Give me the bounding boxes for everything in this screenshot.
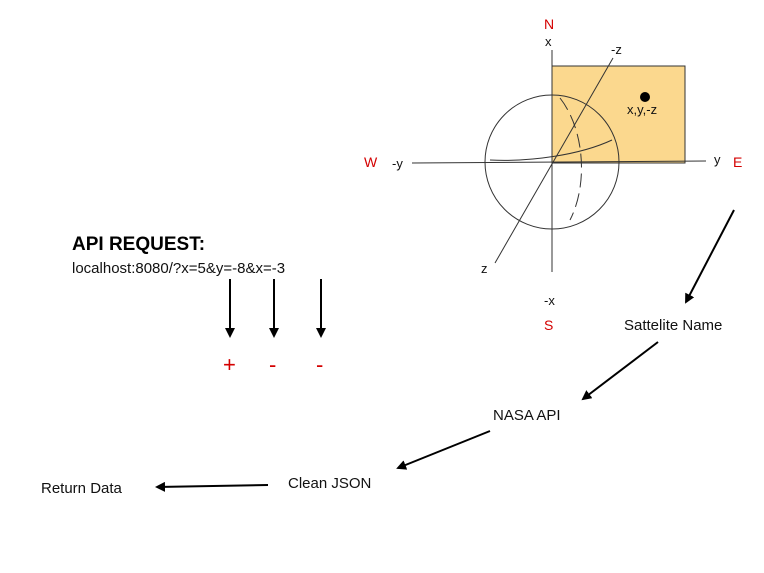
globe-curve-dashed bbox=[559, 97, 582, 221]
api-title: API REQUEST: bbox=[72, 234, 205, 255]
nasa-api-label: NASA API bbox=[493, 407, 561, 424]
arrow-to-nasa bbox=[581, 341, 659, 401]
y-axis-line bbox=[411, 160, 707, 164]
sign-minus-2: - bbox=[316, 352, 323, 377]
axis-label-y: y bbox=[714, 152, 721, 167]
target-point bbox=[640, 92, 650, 102]
axis-label-z: z bbox=[481, 261, 488, 276]
clean-json-label: Clean JSON bbox=[288, 475, 371, 492]
api-url: localhost:8080/?x=5&y=-8&x=-3 bbox=[72, 260, 285, 277]
globe-curve-equator bbox=[489, 139, 613, 161]
return-data-label: Return Data bbox=[41, 480, 123, 497]
arrow-to-clean bbox=[396, 430, 491, 470]
arrow-to-return bbox=[155, 481, 269, 492]
satellite-name-label: Sattelite Name bbox=[624, 317, 722, 334]
compass-south: S bbox=[544, 317, 553, 333]
z-axis-line bbox=[494, 57, 614, 264]
octant-box bbox=[551, 65, 686, 164]
axis-label-neg-x: -x bbox=[544, 293, 555, 308]
sign-minus-1: - bbox=[269, 352, 276, 377]
sign-plus: + bbox=[223, 352, 236, 377]
compass-east: E bbox=[733, 154, 742, 170]
axis-label-neg-y: -y bbox=[392, 156, 403, 171]
axis-label-neg-z: -z bbox=[611, 42, 622, 57]
arrow-to-satellite bbox=[685, 209, 735, 304]
point-label: x,y,-z bbox=[627, 102, 657, 117]
axis-label-x: x bbox=[545, 34, 552, 49]
coordinate-system: x,y,-z x -x y -y z -z N S W E bbox=[364, 16, 742, 333]
flow-chain: Sattelite Name NASA API Clean JSON Retur… bbox=[41, 209, 735, 497]
api-request: API REQUEST: localhost:8080/?x=5&y=-8&x=… bbox=[72, 234, 326, 377]
compass-west: W bbox=[364, 154, 378, 170]
compass-north: N bbox=[544, 16, 554, 32]
